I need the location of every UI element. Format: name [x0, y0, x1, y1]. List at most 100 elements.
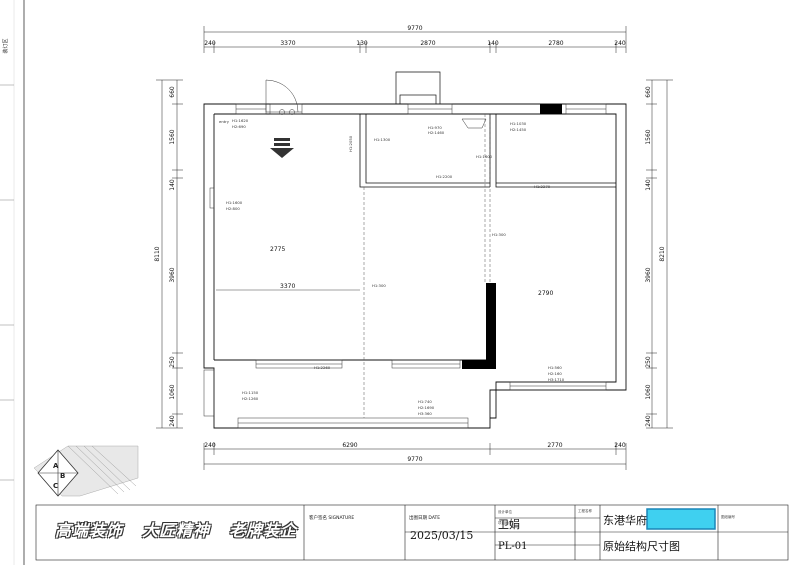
room-dim-right: 2790: [538, 290, 553, 297]
dim-left-6: 240: [169, 415, 176, 427]
windows: [203, 103, 607, 429]
ann-top-mid-r: H1:1600: [476, 154, 493, 159]
room-dimensions: 2775 3370 2790: [270, 246, 553, 297]
client-signature-label: 客户签名 SIGNATURE: [309, 516, 355, 521]
dim-left-overall: 8110: [154, 246, 161, 261]
ann-bal-m2: H2:1690: [418, 405, 435, 410]
ann-stair: H1:2050: [348, 135, 353, 152]
issue-date: 2025/03/15: [410, 529, 474, 542]
dim-overall-top: 9770: [407, 25, 422, 32]
dimensions-top: [203, 26, 627, 53]
dimensions-right-text: 8210 660 1560 140 3960 250 1060 240: [645, 86, 666, 427]
top-balcony: [395, 71, 441, 105]
logo-letter-c: C: [53, 482, 58, 490]
ann-bot-r1: H1:560: [548, 365, 562, 370]
logo-letter-b: B: [60, 472, 65, 480]
ann-bal-m1: H1:740: [418, 399, 432, 404]
column-top: [540, 104, 562, 114]
column-mid: [486, 283, 496, 369]
dim-right-6: 240: [645, 415, 652, 427]
entrance-arrow-icon: [270, 138, 294, 158]
ann-top-r-w: H1:1030: [510, 121, 527, 126]
dim-bot-3: 240: [614, 442, 626, 449]
binding-ticks: [0, 84, 14, 481]
small-label-4: 图纸编号: [721, 515, 735, 519]
small-label-2: 项目地址: [498, 521, 512, 525]
ann-bal-l1: H1:1150: [242, 390, 259, 395]
dim-right-4: 250: [645, 356, 652, 368]
dimensions-top-text: 9770 240 3370 130 2870 140 2780 240: [204, 25, 626, 47]
dim-left-5: 1060: [169, 384, 176, 399]
dim-top-5: 2780: [548, 40, 563, 47]
sink-icon: [461, 118, 487, 129]
dim-left-2: 140: [169, 179, 176, 191]
dim-top-6: 240: [614, 40, 626, 47]
dim-overall-bottom: 9770: [407, 456, 422, 463]
ann-top-r-b: H1:2270: [534, 184, 551, 189]
dimensions-right: [646, 79, 673, 429]
project-highlight-box: [646, 508, 716, 530]
dashed-guides: [363, 114, 491, 418]
small-label-1: 设计单位: [498, 510, 512, 514]
dim-top-0: 240: [204, 40, 216, 47]
entrance-door: [265, 79, 303, 115]
dim-bot-0: 240: [204, 442, 216, 449]
dim-right-1: 1560: [645, 129, 652, 144]
dim-right-2: 140: [645, 179, 652, 191]
dim-left-0: 660: [169, 86, 176, 98]
dimensions-bottom: [203, 443, 627, 470]
title-block-frame: [35, 504, 789, 561]
binding-area-label: 装订区: [2, 38, 9, 53]
ann-door-w: H2:690: [232, 124, 246, 129]
ann-top-r-h: H2:1450: [510, 127, 527, 132]
dim-top-4: 140: [487, 40, 499, 47]
ann-left-win-w: H1:1600: [226, 200, 243, 205]
project-name: 东港华府: [603, 514, 647, 527]
dim-right-5: 1060: [645, 384, 652, 399]
ann-door-h: H1:1620: [232, 118, 249, 123]
ann-bal-m3: H3:360: [418, 411, 432, 416]
ann-bal-l2: H2:1260: [242, 396, 259, 401]
designer-name: 卫娟: [498, 518, 520, 531]
column-bottom: [462, 360, 496, 369]
slogan-2: 大匠精神: [142, 521, 211, 540]
ann-bot-r2: H2:160: [548, 371, 562, 376]
partitions: [359, 114, 616, 188]
dim-left-1: 1560: [169, 129, 176, 144]
logo-letter-a: A: [53, 462, 59, 470]
dim-left-3: 3960: [169, 267, 176, 282]
ann-bot-r3: H3:1710: [548, 377, 565, 382]
dim-right-3: 3960: [645, 267, 652, 282]
dimensions-left-text: 8110 660 1560 140 3960 250 1060 240: [154, 86, 176, 427]
ann-mid-line-b: H1:300: [492, 232, 506, 237]
dim-bot-2: 2770: [547, 442, 562, 449]
ann-bot-l: H1:2260: [314, 365, 331, 370]
dim-right-overall: 8210: [659, 246, 666, 261]
dimensions-bottom-text: 240 6290 2770 240 9770: [204, 442, 626, 463]
dim-top-2: 130: [356, 40, 368, 47]
ann-left-win-h: H2:800: [226, 206, 240, 211]
ann-top-mid-w: H1:970: [428, 125, 442, 130]
room-dim-living: 3370: [280, 283, 295, 290]
ann-mid-line-a: H1:300: [372, 283, 386, 288]
date-label: 出图日期 DATE: [409, 516, 441, 521]
slogan-1: 高端装饰: [55, 521, 124, 540]
slogan-3: 老牌装企: [229, 521, 298, 540]
ann-top-mid-c: H1:1300: [374, 137, 391, 142]
drawing-title: 原始结构尺寸图: [603, 540, 680, 553]
dim-top-3: 2870: [420, 40, 435, 47]
small-label-3: 工程名称: [578, 509, 592, 513]
ann-top-mid-b: H1:2200: [436, 174, 453, 179]
dimensions-left: [156, 79, 183, 429]
room-dim-left: 2775: [270, 246, 285, 253]
dim-right-0: 660: [645, 86, 652, 98]
abc-logo: A B C: [33, 445, 139, 497]
drawing-number: PL-01: [498, 541, 528, 552]
label-entry: entry: [219, 119, 230, 124]
dim-left-4: 250: [169, 356, 176, 368]
dim-top-1: 3370: [280, 40, 295, 47]
room-annotations: entry H1:1620 H2:690 H1:2050 H1:970 H2:1…: [219, 118, 565, 416]
ann-top-mid-h: H2:1460: [428, 130, 445, 135]
dim-bot-1: 6290: [342, 442, 357, 449]
